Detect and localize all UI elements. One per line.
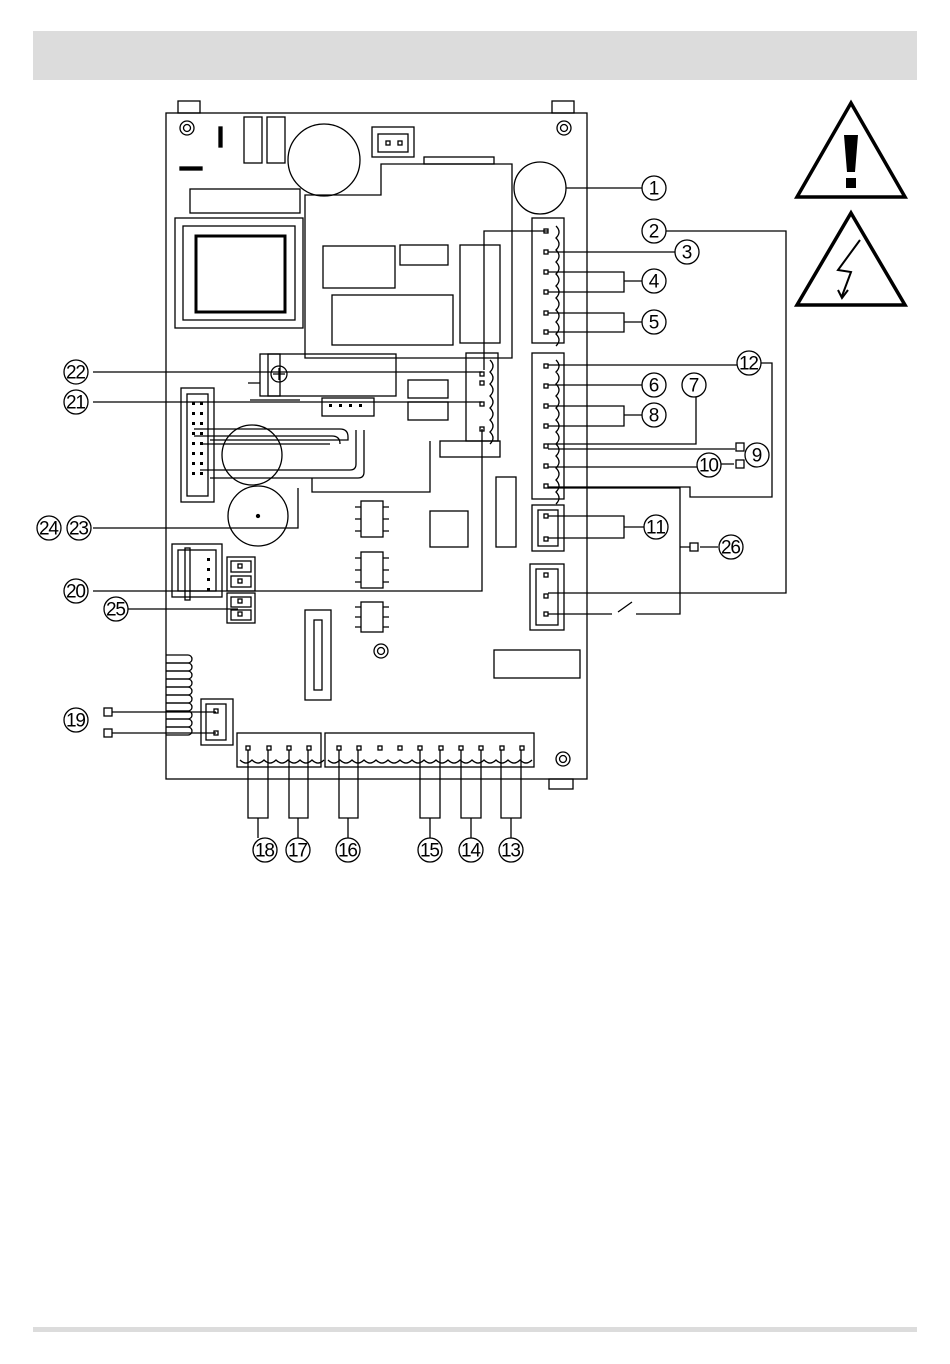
terminal-block-11 (532, 505, 564, 551)
callout-8: 8 (642, 403, 666, 427)
callout-number: 22 (66, 363, 86, 384)
callout-7: 7 (682, 373, 706, 397)
callout-23: 23 (67, 516, 91, 540)
callout-10: 10 (697, 453, 721, 477)
callout-number: 21 (66, 393, 86, 414)
callout-number: 26 (721, 538, 741, 559)
callout-9: 9 (745, 443, 769, 467)
callout-25: 25 (104, 597, 128, 621)
terminal-block-bottom-left (237, 733, 324, 767)
callout-4: 4 (642, 269, 666, 293)
callout-number: 23 (69, 519, 89, 540)
callout-number: 3 (682, 243, 693, 264)
terminal-block-bottom-right (325, 733, 534, 767)
opto-couplers (355, 501, 389, 632)
callout-11: 11 (644, 515, 668, 539)
circuit-board (166, 101, 587, 789)
callout-1: 1 (642, 176, 666, 200)
callout-number: 2 (649, 222, 660, 243)
callout-19: 19 (64, 708, 88, 732)
callout-number: 24 (39, 519, 59, 540)
callout-number: 1 (649, 179, 660, 200)
callout-number: 18 (255, 841, 275, 862)
callout-number: 4 (649, 272, 660, 293)
callout-number: 9 (752, 446, 763, 467)
callout-12: 12 (737, 351, 761, 375)
terminal-block-top (532, 218, 564, 346)
callout-number: 15 (420, 841, 440, 862)
callout-6: 6 (642, 373, 666, 397)
electric-hazard-icon (797, 213, 905, 305)
callout-number: 7 (689, 376, 700, 397)
callout-18: 18 (253, 838, 277, 862)
warning-exclamation-icon (797, 103, 905, 197)
callout-14: 14 (459, 838, 483, 862)
callout-5: 5 (642, 310, 666, 334)
callout-number: 8 (649, 406, 660, 427)
callout-13: 13 (499, 838, 523, 862)
callout-15: 15 (418, 838, 442, 862)
callout-number: 17 (288, 841, 308, 862)
callout-24: 24 (37, 516, 61, 540)
callout-22: 22 (64, 360, 88, 384)
terminal-block-lower (530, 564, 564, 630)
callout-21: 21 (64, 390, 88, 414)
callout-26: 26 (719, 535, 743, 559)
callout-number: 13 (501, 841, 521, 862)
callout-number: 19 (66, 711, 86, 732)
callout-16: 16 (336, 838, 360, 862)
callout-17: 17 (286, 838, 310, 862)
heat-sink-fins (166, 655, 192, 735)
callout-number: 12 (739, 354, 759, 375)
callout-number: 16 (338, 841, 358, 862)
callout-number: 14 (461, 841, 481, 862)
callout-number: 25 (106, 600, 126, 621)
callout-number: 5 (649, 313, 660, 334)
callout-3: 3 (675, 240, 699, 264)
callout-number: 20 (66, 582, 86, 603)
terminal-block-middle (532, 353, 564, 504)
callout-20: 20 (64, 579, 88, 603)
callout-number: 11 (646, 518, 666, 539)
callout-number: 6 (649, 376, 660, 397)
callout-2: 2 (642, 219, 666, 243)
callout-number: 10 (699, 456, 719, 477)
